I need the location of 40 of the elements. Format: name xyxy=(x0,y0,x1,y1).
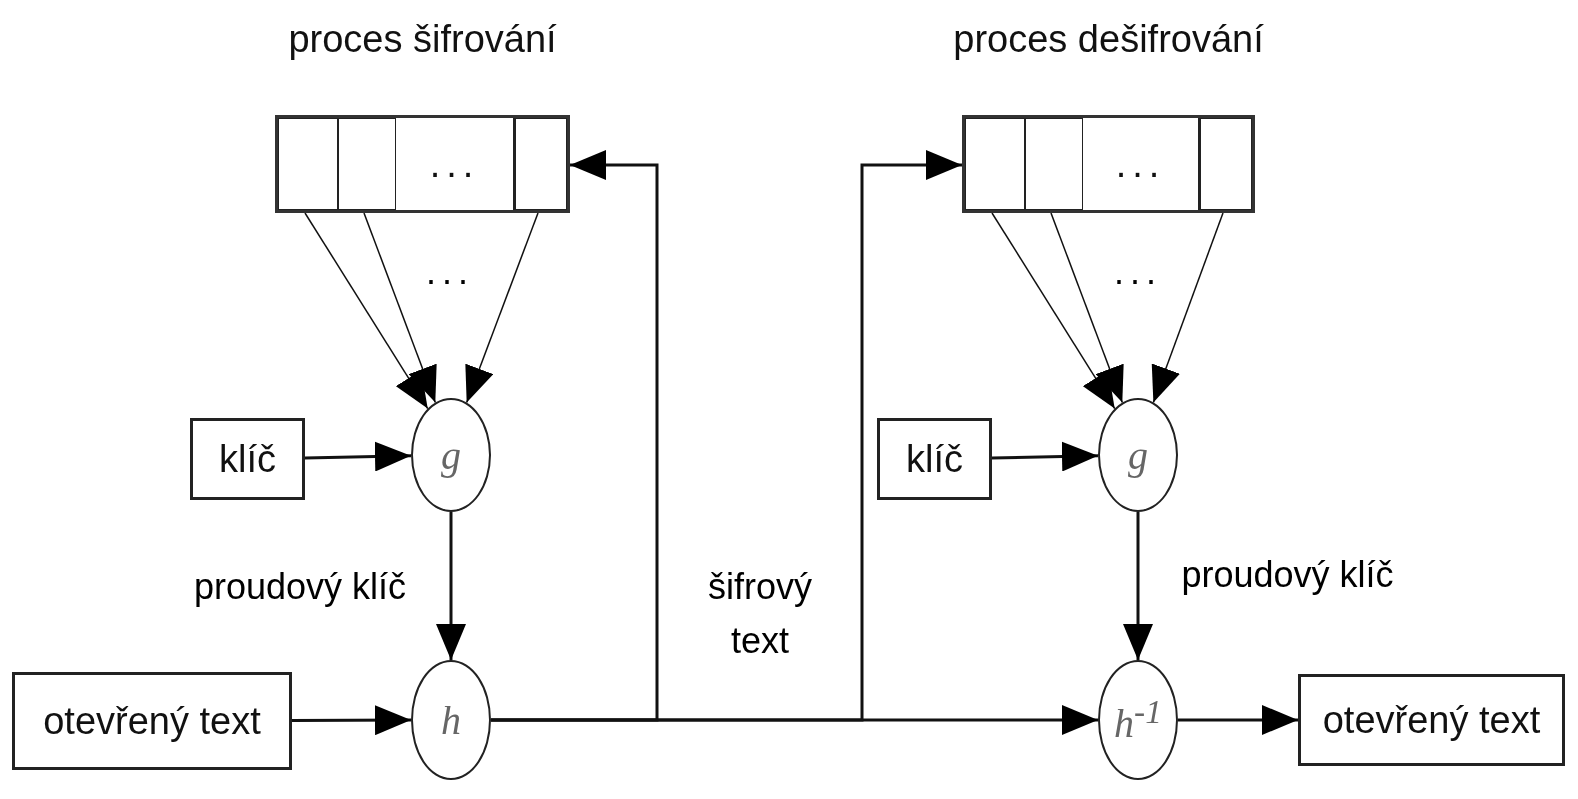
ellipsis-text: ... xyxy=(425,250,475,294)
arrow xyxy=(304,441,412,472)
arrow xyxy=(991,441,1099,472)
arrow xyxy=(1178,705,1298,735)
function-symbol: g xyxy=(441,431,461,479)
process-heading: proces dešifrování xyxy=(952,18,1265,61)
ellipsis-text: ... xyxy=(1115,142,1166,186)
arrow xyxy=(1050,212,1124,404)
register-cell xyxy=(278,118,338,210)
register-cell xyxy=(1200,118,1252,210)
edge-label: šifrový text xyxy=(707,565,813,663)
arrow xyxy=(1151,212,1224,404)
arrow xyxy=(292,705,411,736)
function-symbol: g xyxy=(1128,431,1148,479)
ellipsis-text: ... xyxy=(1113,250,1163,294)
arrow xyxy=(491,150,962,722)
function-symbol: h$^{-1}$ xyxy=(1114,692,1162,748)
box-label: otevřený text xyxy=(43,699,261,743)
edge-label: proudový klíč xyxy=(1180,553,1395,597)
box-label: otevřený text xyxy=(1322,698,1541,742)
arrow xyxy=(1123,512,1153,660)
arrow xyxy=(991,212,1116,410)
register-cell xyxy=(338,118,396,210)
process-heading: proces šifrování xyxy=(287,18,558,61)
register-cell xyxy=(515,118,567,210)
text-box xyxy=(12,672,292,770)
function-symbol: h xyxy=(441,696,461,744)
text-box xyxy=(877,418,992,500)
arrow xyxy=(304,212,429,410)
register-cell xyxy=(1025,118,1083,210)
edge-label: proudový klíč xyxy=(192,565,408,609)
text-box xyxy=(1298,674,1565,766)
text-box xyxy=(190,418,305,500)
arrow xyxy=(465,212,539,404)
ellipsis-text: ... xyxy=(429,142,480,186)
arrow xyxy=(436,512,466,660)
register-cell xyxy=(965,118,1025,210)
arrow xyxy=(363,212,437,404)
box-label: klíč xyxy=(219,437,276,481)
box-label: klíč xyxy=(906,437,963,481)
